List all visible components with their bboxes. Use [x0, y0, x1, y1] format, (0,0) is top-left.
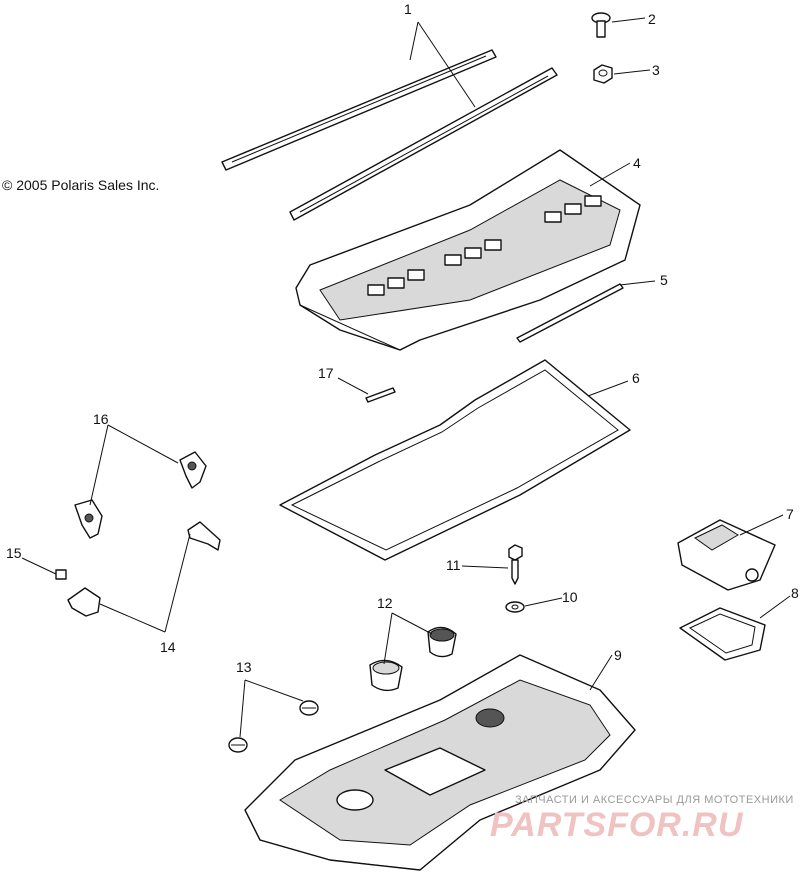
- part-12-cap-a: [427, 626, 457, 658]
- callout-6: 6: [632, 370, 640, 386]
- part-16-latch-b: [74, 499, 103, 539]
- part-13-plug-a: [299, 700, 319, 716]
- part-6-seal: [279, 359, 631, 561]
- callout-9: 9: [614, 647, 622, 663]
- callout-2: 2: [648, 11, 656, 27]
- part-11-bolt: [508, 544, 523, 585]
- callout-14: 14: [160, 639, 176, 655]
- callout-1: 1: [404, 1, 412, 17]
- part-13-plug-b: [228, 737, 248, 753]
- callout-7: 7: [786, 506, 794, 522]
- part-10-washer: [505, 601, 525, 613]
- part-1-strip-right: [289, 67, 558, 221]
- callout-11: 11: [446, 557, 461, 573]
- part-7-module: [677, 519, 776, 591]
- part-17-rod: [365, 387, 396, 403]
- callout-13: 13: [236, 659, 252, 675]
- part-5-strip: [516, 283, 624, 343]
- part-14-bracket-a: [187, 521, 221, 551]
- callout-5: 5: [660, 272, 668, 288]
- part-3-nut: [593, 64, 613, 84]
- part-1-strip-left: [221, 49, 497, 171]
- part-12-cap-b: [369, 659, 403, 692]
- part-8-bracket: [679, 607, 766, 661]
- part-16-latch-a: [179, 451, 207, 489]
- callout-16: 16: [93, 411, 109, 427]
- watermark-tagline: ЗАПЧАСТИ И АКСЕССУАРЫ ДЛЯ МОТОТЕХНИКИ: [515, 794, 794, 806]
- callout-8: 8: [791, 585, 799, 601]
- callout-17: 17: [318, 365, 334, 381]
- callout-4: 4: [633, 155, 641, 171]
- watermark-logo: PARTSFOR.RU: [490, 806, 744, 844]
- copyright-notice: © 2005 Polaris Sales Inc.: [2, 177, 160, 193]
- callout-15: 15: [6, 545, 22, 561]
- callout-10: 10: [562, 589, 578, 605]
- callout-12: 12: [377, 595, 393, 611]
- part-9-storage-tub: [244, 654, 636, 871]
- callout-labels: 1 2 3 4 5 6 7 8 9 10 11 12 13 14 15 16 1…: [6, 1, 799, 675]
- part-4-storage-lid: [295, 149, 641, 351]
- part-2-screw: [591, 12, 611, 38]
- callout-3: 3: [652, 62, 660, 78]
- part-14-bracket-b: [67, 587, 101, 617]
- leader-lines: [21, 17, 791, 738]
- part-15-pin: [55, 569, 67, 580]
